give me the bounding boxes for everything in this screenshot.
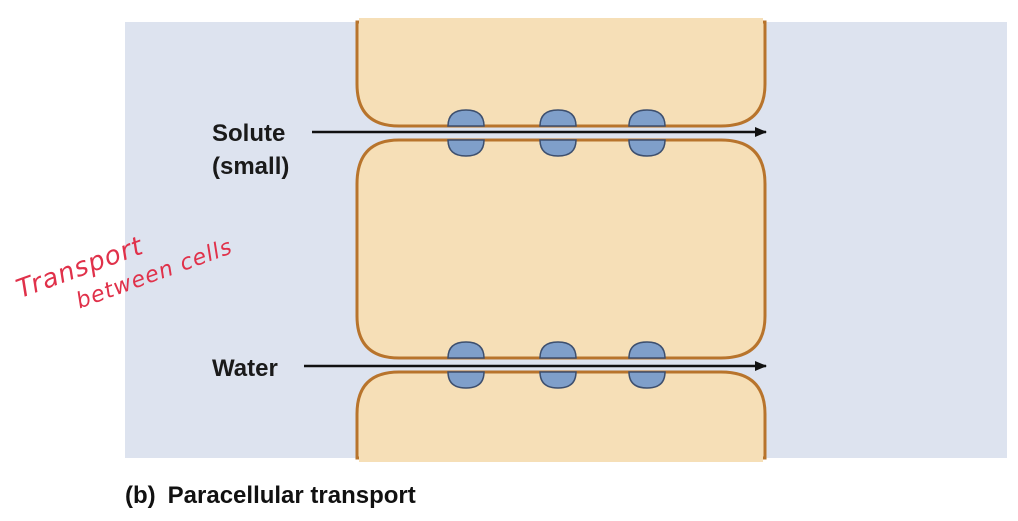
figure-caption: (b) Paracellular transport: [125, 482, 416, 509]
junction-protein: [539, 341, 577, 359]
junction-protein: [539, 371, 577, 389]
junction-protein: [447, 341, 485, 359]
junction-protein: [539, 109, 577, 127]
junction-protein: [447, 139, 485, 157]
junction-protein: [539, 139, 577, 157]
junction-protein: [628, 139, 666, 157]
junction-protein: [628, 371, 666, 389]
water-label: Water: [212, 355, 278, 382]
bottom-cell: [355, 370, 767, 460]
solute-size-label: (small): [212, 153, 289, 180]
top-cell: [355, 20, 767, 128]
middle-cell: [355, 138, 767, 360]
caption-title: Paracellular transport: [168, 482, 416, 509]
caption-panel-letter: (b): [125, 482, 156, 509]
lower-tight-junction: [447, 341, 666, 389]
junction-protein: [628, 109, 666, 127]
solute-label: Solute: [212, 120, 285, 147]
upper-tight-junction: [447, 109, 666, 157]
junction-protein: [447, 371, 485, 389]
junction-protein: [628, 341, 666, 359]
junction-protein: [447, 109, 485, 127]
